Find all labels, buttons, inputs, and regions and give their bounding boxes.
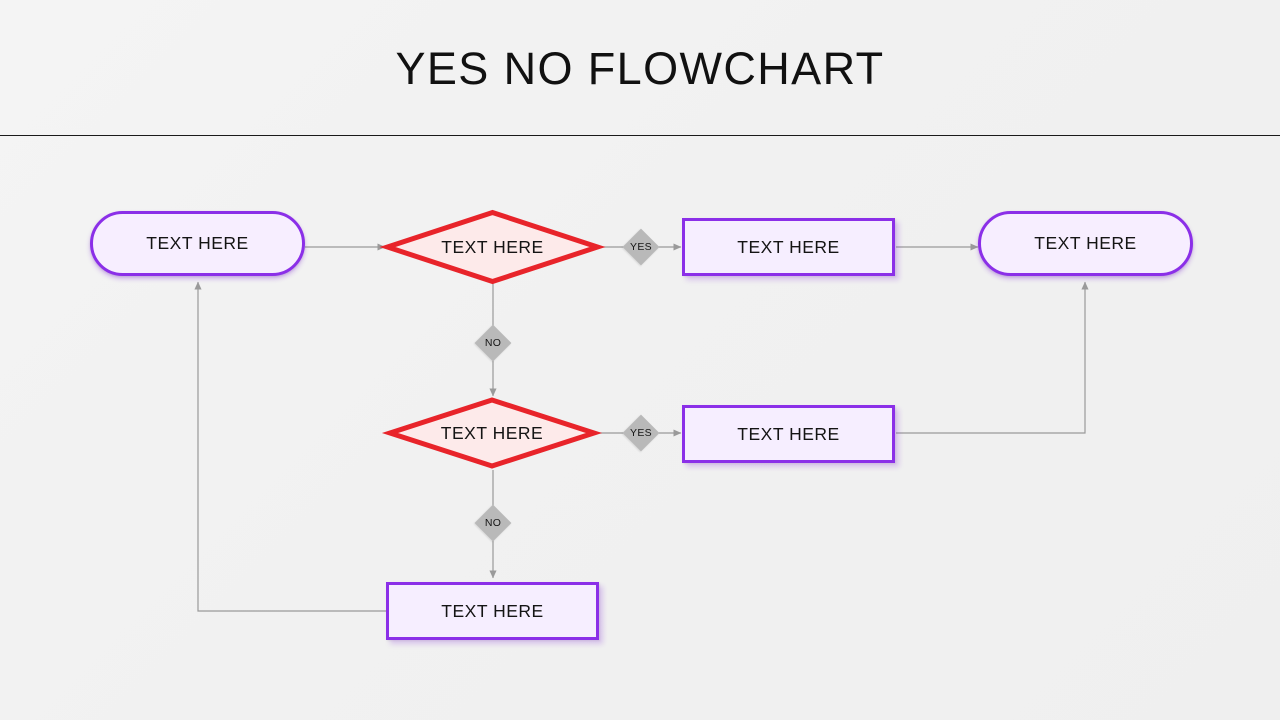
decision1-shape <box>379 209 606 285</box>
node-decision1-label: TEXT HERE <box>441 236 544 257</box>
edge-label-no1: NO <box>484 337 502 349</box>
node-end-label: TEXT HERE <box>1034 233 1137 253</box>
decision2-shape <box>381 397 603 469</box>
node-process3[interactable]: TEXT HERE <box>386 582 599 640</box>
page-title: YES NO FLOWCHART <box>395 43 885 94</box>
flowchart-canvas: TEXT HERE TEXT HERE YES TEXT HERE TEXT H… <box>0 136 1280 720</box>
edge-label-yes1: YES <box>630 241 652 253</box>
connector-process3-to-start <box>194 281 386 612</box>
node-end[interactable]: TEXT HERE <box>978 211 1193 276</box>
node-decision1[interactable]: TEXT HERE <box>379 209 606 285</box>
node-process2-label: TEXT HERE <box>737 423 840 444</box>
slide-header: YES NO FLOWCHART <box>0 0 1280 136</box>
connector-layer <box>194 243 1089 612</box>
edge-label-yes2: YES <box>630 427 652 439</box>
node-start-label: TEXT HERE <box>146 233 249 253</box>
node-process2[interactable]: TEXT HERE <box>682 405 895 463</box>
header-divider <box>0 135 1280 136</box>
edge-label-no2: NO <box>484 517 502 529</box>
node-start[interactable]: TEXT HERE <box>90 211 305 276</box>
node-process3-label: TEXT HERE <box>441 600 544 621</box>
node-decision2[interactable]: TEXT HERE <box>381 396 603 470</box>
node-decision2-label: TEXT HERE <box>440 422 544 443</box>
connector-process2-to-end <box>896 281 1089 434</box>
node-process1[interactable]: TEXT HERE <box>682 218 895 276</box>
node-process1-label: TEXT HERE <box>737 236 840 257</box>
